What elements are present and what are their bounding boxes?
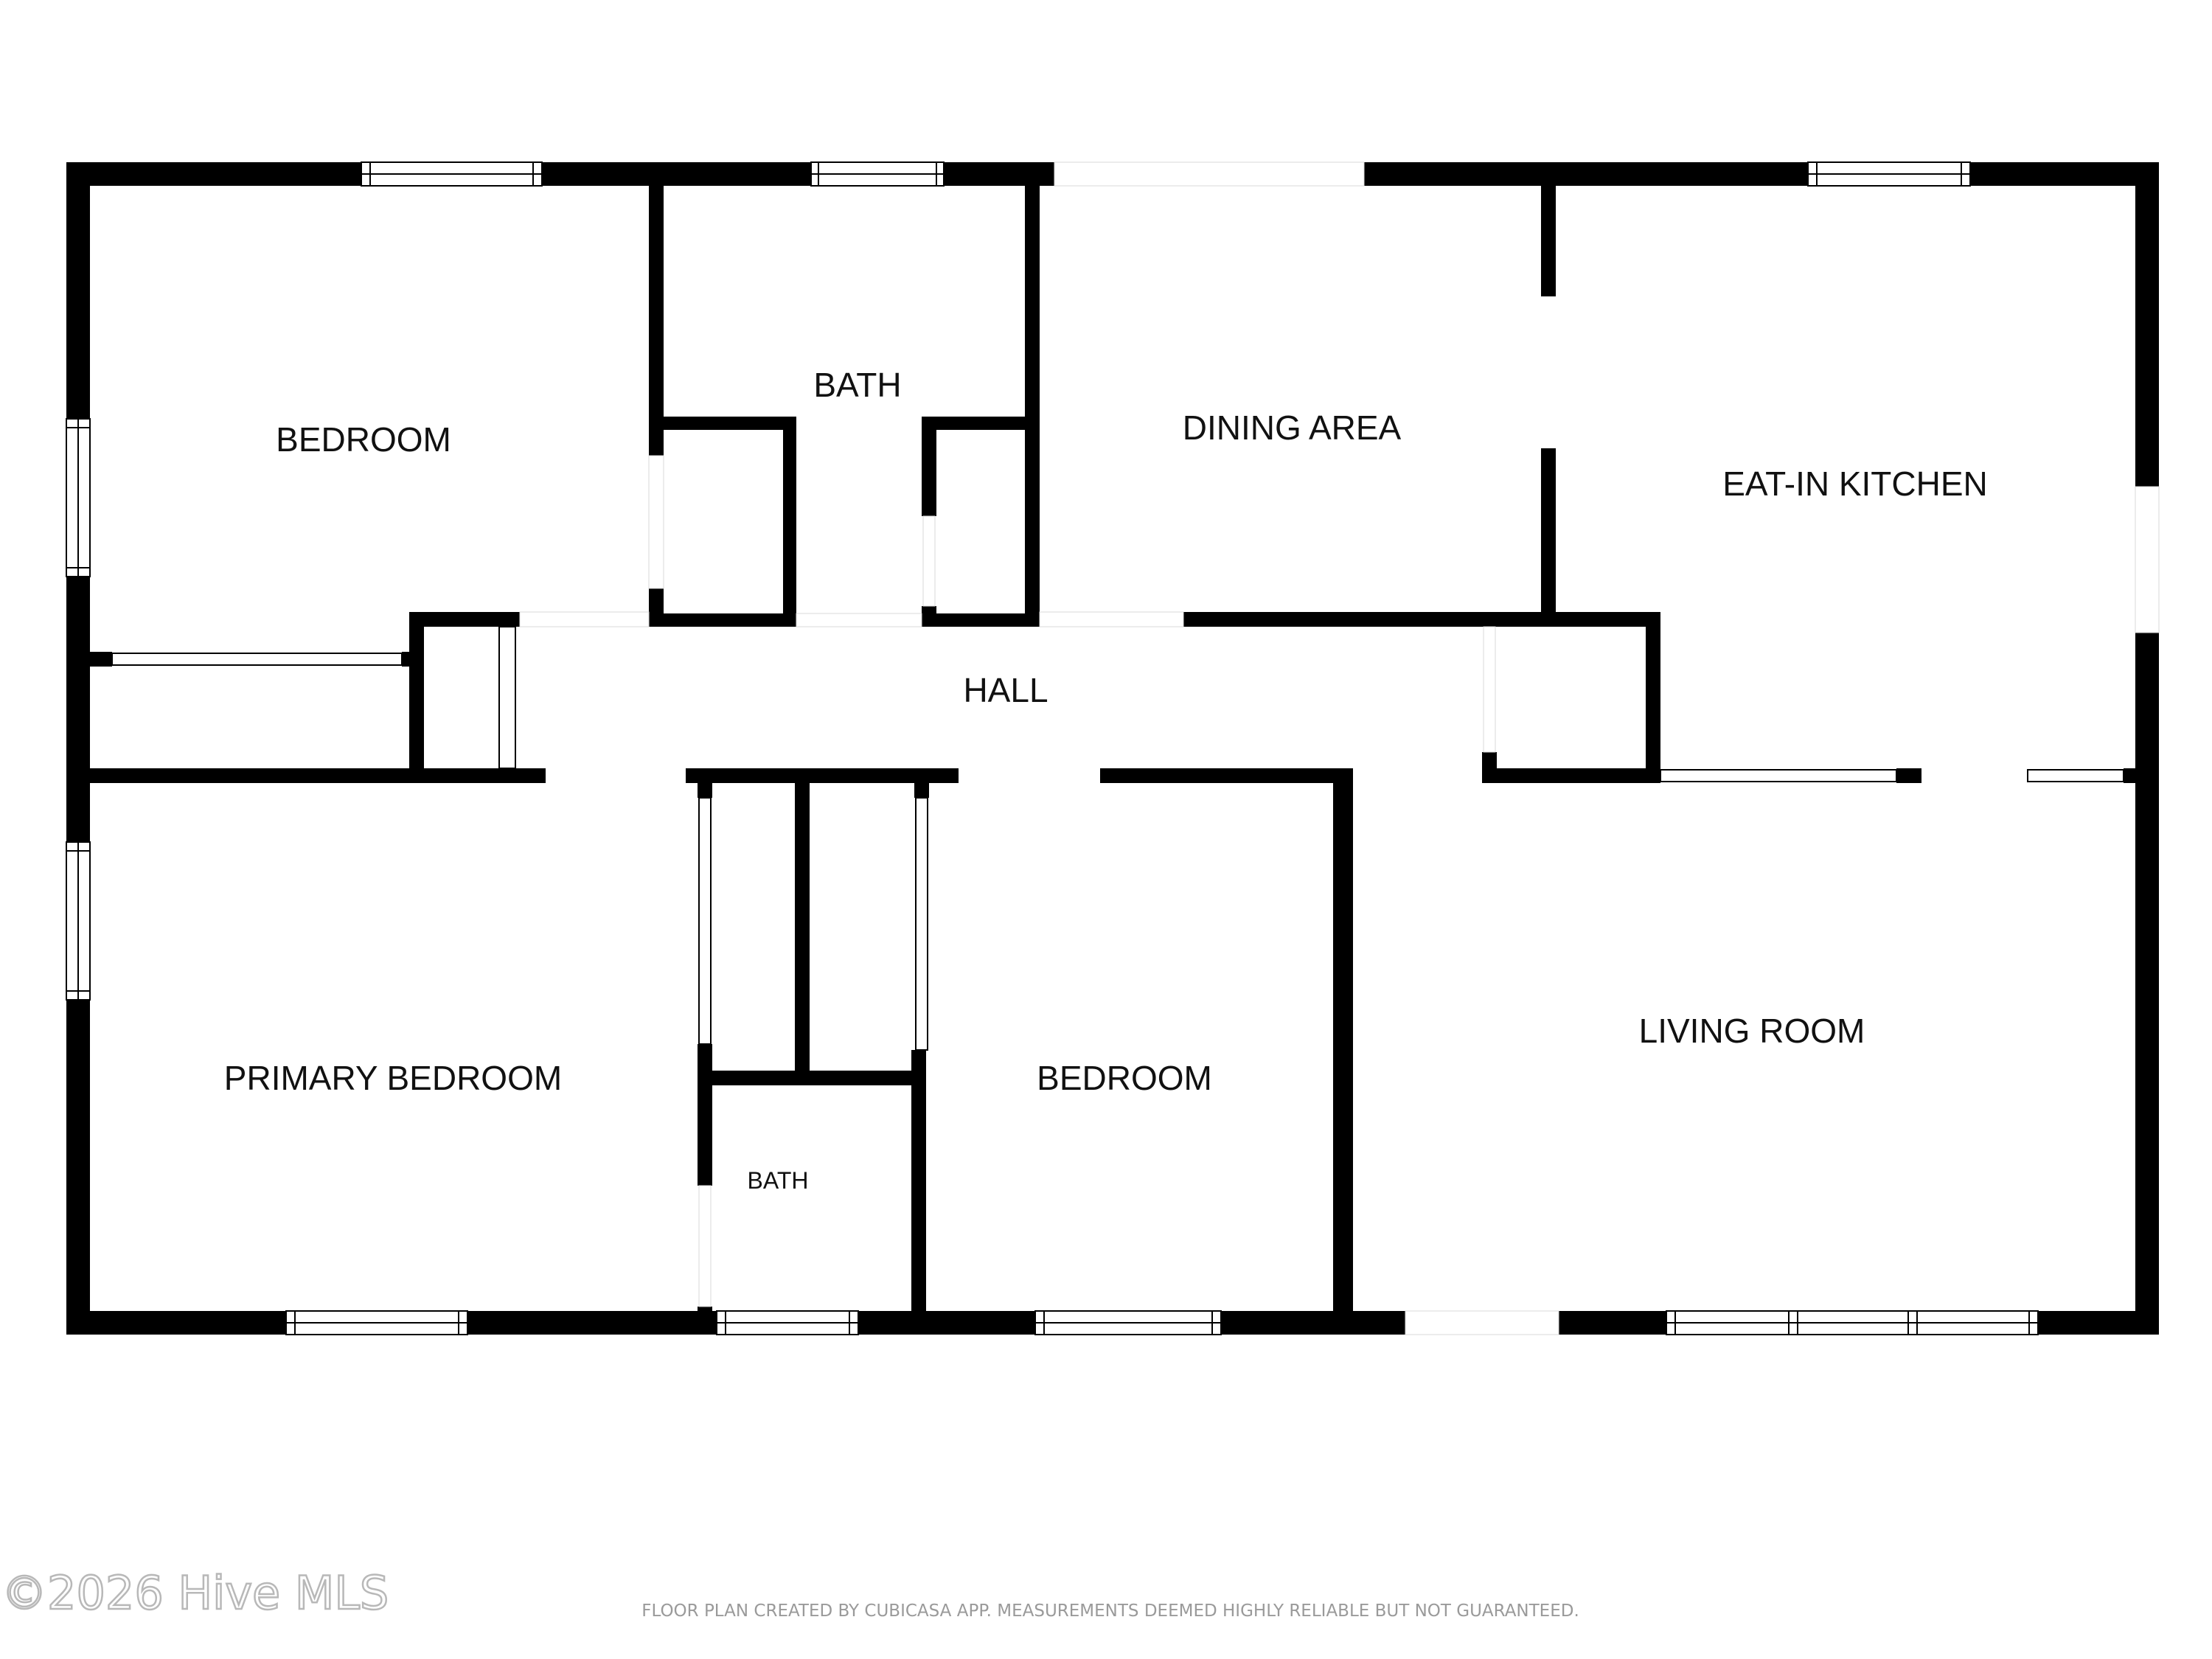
label-bedroom-south: BEDROOM: [1037, 1059, 1212, 1097]
window-bottom-bath: [716, 1310, 859, 1335]
label-living-room: LIVING ROOM: [1639, 1012, 1865, 1050]
window-bottom-bedroom: [1034, 1310, 1222, 1335]
watermark: ©2026 Hive MLS: [1, 1566, 389, 1620]
walls: [66, 162, 2159, 1335]
window-top-kitchen: [1807, 161, 1971, 187]
label-eat-in-kitchen: EAT-IN KITCHEN: [1722, 465, 1988, 503]
door-nw-bedroom: [648, 455, 664, 589]
door-bath-south: [698, 1185, 712, 1307]
door-pantry-2: [2027, 769, 2124, 782]
opening-bottom-living: [1405, 1310, 1559, 1335]
window-left-bedroom: [66, 418, 91, 577]
opening-right-kitchen: [2135, 486, 2160, 633]
door-pantry-1: [1660, 769, 1897, 782]
window-bottom-primary-bedroom: [285, 1310, 468, 1335]
window-bottom-living-room: [1666, 1310, 2039, 1335]
door-bath-north: [796, 613, 922, 627]
door-kitchen-closet: [1483, 626, 1496, 753]
label-bath-south: BATH: [748, 1167, 809, 1194]
door-closet-west: [498, 626, 516, 769]
door-closet-primary: [698, 797, 712, 1045]
label-primary-bedroom: PRIMARY BEDROOM: [224, 1059, 562, 1097]
door-hall-west: [519, 611, 650, 627]
footer-note: FLOOR PLAN CREATED BY CUBICASA APP. MEAS…: [641, 1601, 1579, 1621]
window-top-bath: [810, 161, 945, 187]
label-bath-north: BATH: [813, 366, 901, 404]
opening-top-dining: [1054, 161, 1365, 187]
door-hall-closet: [111, 653, 403, 666]
room-labels: BEDROOM BATH DINING AREA EAT-IN KITCHEN …: [224, 366, 1988, 1194]
label-hall: HALL: [963, 671, 1048, 709]
windows: [66, 161, 2039, 1335]
label-bedroom-nw: BEDROOM: [276, 420, 451, 459]
door-closet-bedroom: [915, 797, 928, 1051]
window-top-bedroom: [361, 161, 543, 187]
window-left-primary-bedroom: [66, 841, 91, 1001]
door-bath-closet: [922, 515, 936, 607]
openings: [111, 161, 2160, 1335]
door-dining: [1039, 611, 1184, 627]
label-dining-area: DINING AREA: [1183, 408, 1402, 447]
